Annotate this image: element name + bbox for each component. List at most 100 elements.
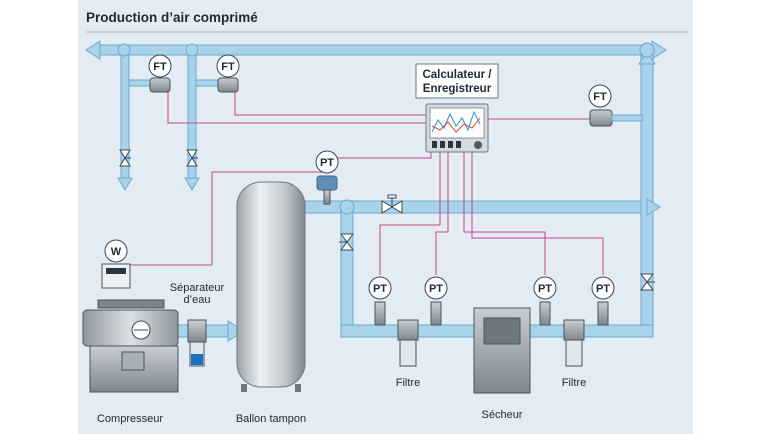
filter-1 [397, 319, 419, 367]
filter-2 [563, 319, 585, 367]
flow-transmitter-2: FT [216, 54, 240, 93]
riser-arrow-up [638, 51, 656, 65]
diagram-title: Production d’air comprimé [86, 10, 258, 25]
tee-3 [639, 42, 655, 58]
valve-lower-drop [339, 233, 354, 251]
compressor-head [82, 309, 179, 347]
valve-riser [640, 273, 655, 291]
pt-tank-body [316, 175, 338, 191]
dryer-label: Sécheur [482, 409, 523, 421]
header-arrow-left [85, 40, 101, 60]
signal-pt-tank [329, 140, 432, 172]
calculator-recorder: Calculateur / Enregistreur [415, 63, 499, 153]
pressure-transmitter-2: PT [424, 276, 448, 326]
pt4-bubble [591, 276, 615, 300]
signal-pt2 [435, 152, 449, 275]
pt2-label: PT [429, 283, 443, 295]
w-label: W [111, 246, 122, 258]
ft2-label: FT [221, 61, 235, 73]
filter1-head [397, 319, 419, 341]
ft1-body [149, 77, 171, 93]
ft3-bubble [588, 84, 612, 108]
elbow-1 [339, 199, 355, 215]
pt-tank-bubble [315, 150, 339, 174]
signal-w [125, 171, 330, 266]
ft3-label: FT [593, 91, 607, 103]
w-bubble [104, 239, 128, 263]
flow-transmitter-1: FT [148, 54, 172, 93]
filter2-head [563, 319, 585, 341]
pt1-body [374, 301, 386, 326]
screen-trace-2 [431, 117, 481, 133]
pressure-transmitter-1: PT [368, 276, 392, 326]
ft3-body [589, 109, 613, 127]
calculator-keys [432, 141, 482, 149]
pt-tank-stem [323, 189, 331, 205]
signal-pt3 [463, 152, 546, 275]
signal-ft2 [234, 80, 431, 116]
pt3-body [539, 301, 551, 326]
main-header-pipe [95, 44, 653, 56]
separator-label-2: d’eau [184, 294, 211, 306]
pressure-transmitter-tank: PT [315, 150, 339, 205]
pt3-bubble [533, 276, 557, 300]
filter2-bowl [565, 339, 583, 367]
tank-outlet-pipe [304, 200, 642, 214]
pt2-body [430, 301, 442, 326]
drop-arrow-2 [184, 177, 200, 191]
screen-trace-1 [431, 110, 481, 133]
dryer-grille [483, 317, 521, 345]
water-separator [187, 319, 207, 367]
w-display [106, 268, 126, 274]
pt4-label: PT [596, 283, 610, 295]
calculator-label-1: Calculateur / [422, 69, 492, 81]
ft1-bubble [148, 54, 172, 78]
compressor-motor [121, 351, 145, 371]
signal-pt4 [471, 152, 604, 275]
separator-water [191, 354, 203, 365]
tank-leg-1 [241, 384, 247, 392]
calculator-label-box [415, 63, 499, 99]
tank-body [236, 181, 306, 388]
separator-head [187, 319, 207, 343]
pt4-body [597, 301, 609, 326]
pressure-transmitter-3: PT [533, 276, 557, 326]
valve-drop-2 [186, 149, 198, 167]
tank-label: Ballon tampon [236, 413, 306, 425]
pt3-label: PT [538, 283, 552, 295]
buffer-tank [236, 181, 306, 392]
tee-2 [185, 43, 199, 57]
valve-drop-1 [119, 149, 131, 167]
diagram-panel [78, 0, 693, 434]
valves [119, 149, 655, 291]
compressor [82, 299, 179, 393]
ft2-body [217, 77, 239, 93]
signal-pt1 [379, 152, 441, 275]
tank-leg-2 [295, 384, 301, 392]
tank-inlet-arrow [227, 320, 245, 342]
filter1-label: Filtre [396, 377, 420, 389]
pt2-bubble [424, 276, 448, 300]
compressor-motor-top [97, 299, 165, 309]
tee-1 [117, 43, 131, 57]
signal-ft1 [167, 80, 431, 124]
pt1-bubble [368, 276, 392, 300]
drop-arrow-1 [117, 177, 133, 191]
valve-outlet [381, 194, 403, 214]
separator-label-1: Séparateur [170, 282, 225, 294]
calculator-label-2: Enregistreur [423, 83, 492, 95]
pressure-transmitter-4: PT [591, 276, 615, 326]
filter2-label: Filtre [562, 377, 586, 389]
lower-drop-pipe [340, 206, 354, 332]
compressor-label: Compresseur [97, 413, 163, 425]
ft3-branch [611, 114, 643, 122]
w-body [101, 263, 131, 289]
ft2-bubble [216, 54, 240, 78]
pt1-label: PT [373, 283, 387, 295]
bypass-arrow [646, 198, 661, 216]
dryer [473, 307, 531, 394]
power-meter: W [101, 239, 131, 289]
filter1-bowl [399, 339, 417, 367]
